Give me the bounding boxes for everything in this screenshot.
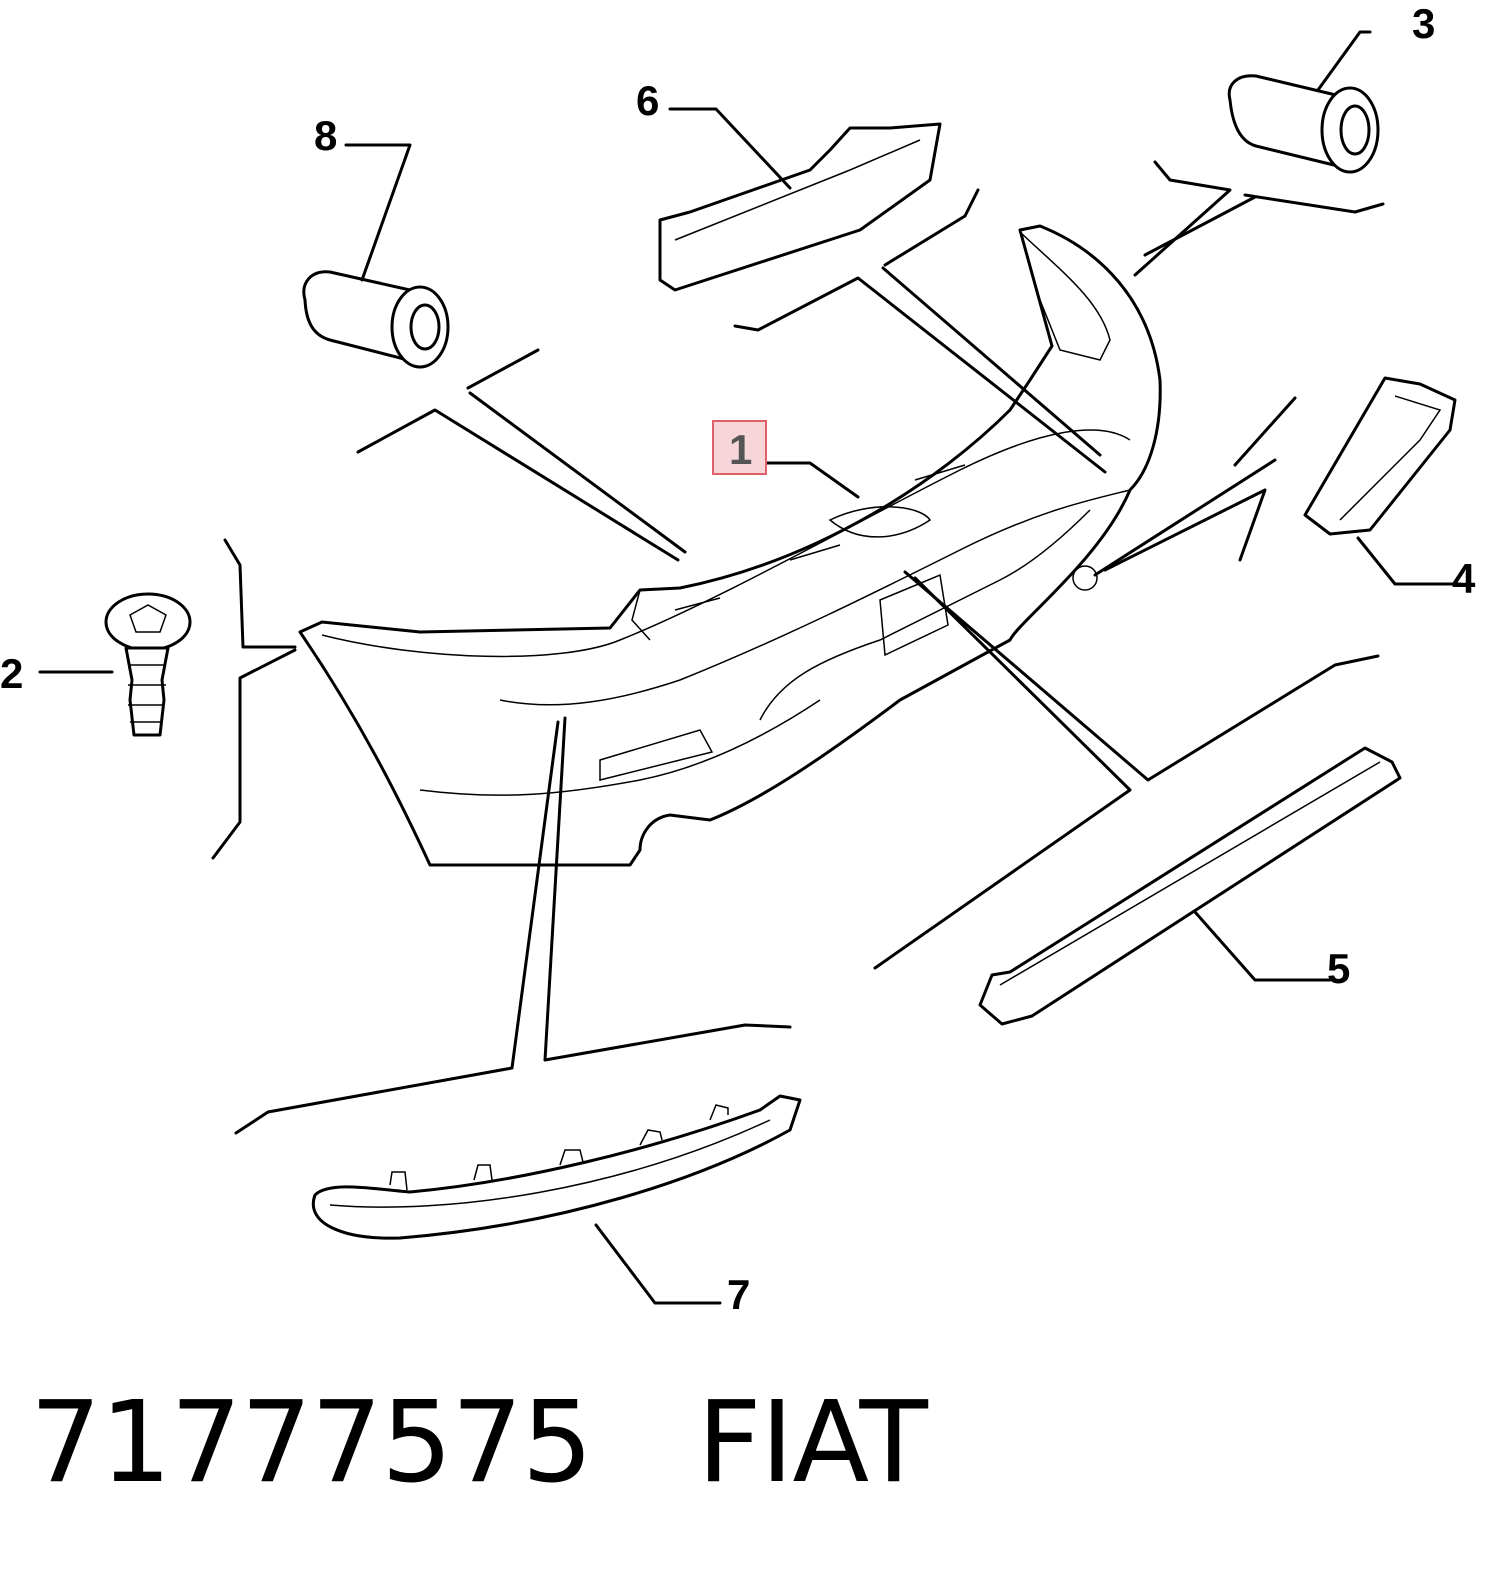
brand-name: FIAT: [697, 1378, 928, 1508]
callout-5: 5: [1327, 945, 1350, 992]
callout-1-highlight: [712, 420, 767, 475]
bracket-part-4: [1303, 376, 1457, 536]
callout-labels: 1 2 3 4 5 6 7 8: [0, 0, 1476, 1318]
part-caption: 71777575 FIAT: [30, 1378, 928, 1508]
callout-6: 6: [636, 77, 659, 124]
rear-bumper-part: [298, 224, 1162, 867]
screw-part-2: [104, 592, 192, 737]
molding-part-7: [311, 1094, 802, 1240]
callout-4: 4: [1452, 555, 1476, 602]
callout-7: 7: [727, 1271, 750, 1318]
bushing-part-3: [1227, 74, 1380, 174]
leader-lines: [38, 30, 1462, 1305]
callout-8: 8: [314, 112, 337, 159]
strip-part-5: [978, 746, 1402, 1026]
reflector-part-6: [658, 122, 942, 292]
bushing-part-8: [302, 270, 450, 369]
callout-3: 3: [1412, 0, 1435, 47]
part-number: 71777575: [30, 1378, 593, 1508]
callout-2: 2: [0, 650, 23, 697]
callout-1: 1: [729, 426, 752, 473]
